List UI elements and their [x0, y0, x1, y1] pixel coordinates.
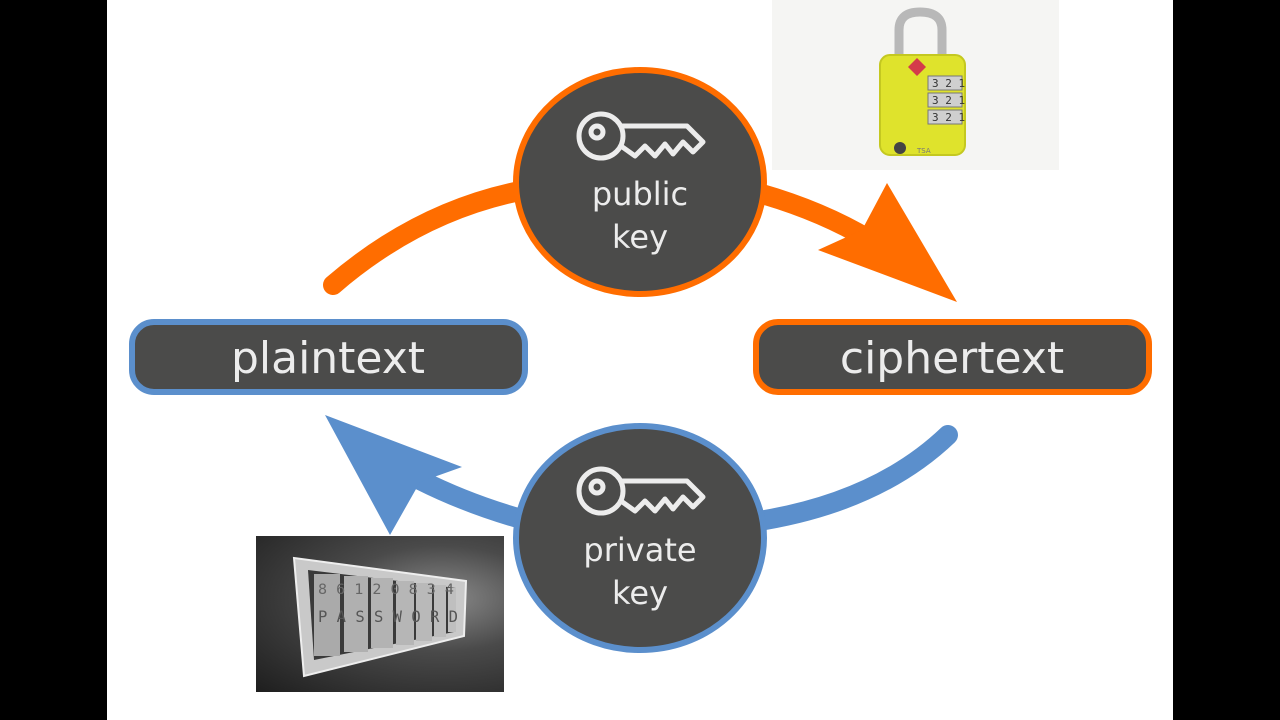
decrypt-arrowhead — [325, 415, 462, 535]
public-key-label-line1: public — [592, 175, 688, 213]
decrypt-arrow-shaft — [410, 470, 535, 530]
dial-word: P A S S W O R D — [318, 607, 458, 626]
svg-text:3 2 1: 3 2 1 — [932, 77, 965, 90]
svg-text:TSA: TSA — [916, 147, 931, 155]
public-key-label-line2: key — [612, 218, 668, 256]
encrypt-arrowhead — [818, 183, 957, 302]
encrypt-arrow-tail — [323, 180, 535, 295]
svg-text:3 2 1: 3 2 1 — [932, 111, 965, 124]
dial-numbers: 8 6 1 2 0 8 3 4 — [318, 582, 454, 598]
public-key-node: public key — [513, 67, 767, 297]
private-key-label-line2: key — [612, 574, 668, 612]
padlock-shackle — [894, 7, 947, 62]
key-icon — [576, 111, 706, 161]
tsa-badge-icon — [908, 58, 926, 76]
svg-text:3 2 1: 3 2 1 — [932, 94, 965, 107]
plaintext-label: plaintext — [231, 333, 425, 384]
padlock-image: 3 2 1 3 2 1 3 2 1 TSA — [772, 0, 1059, 170]
ciphertext-node: ciphertext — [753, 319, 1152, 395]
encrypt-arrow-shaft — [745, 182, 880, 250]
decrypt-arrow-tail — [755, 425, 958, 530]
private-key-node: private key — [513, 423, 767, 653]
password-dial-image: P A S S W O R D 8 6 1 2 0 8 3 4 — [256, 536, 504, 692]
ciphertext-label: ciphertext — [840, 333, 1064, 384]
private-key-label-line1: private — [583, 531, 696, 569]
dial-wheels — [314, 574, 456, 656]
combination-dials: 3 2 1 3 2 1 3 2 1 — [927, 75, 965, 125]
plaintext-node: plaintext — [129, 319, 528, 395]
key-icon — [576, 466, 706, 516]
